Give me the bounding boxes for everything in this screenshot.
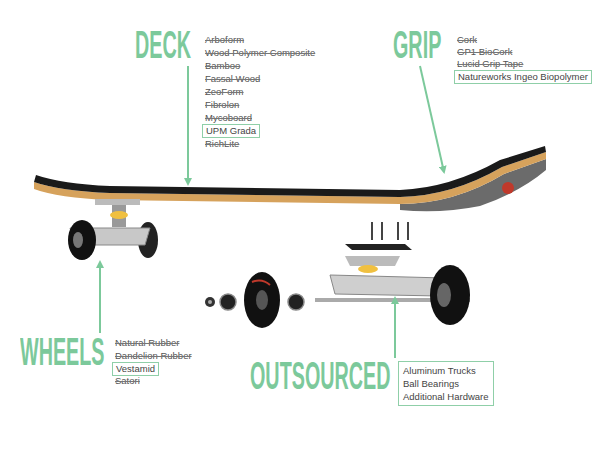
wheel-hub xyxy=(73,232,83,248)
baseplate xyxy=(95,199,140,205)
deck-graphic xyxy=(502,182,514,194)
wheel xyxy=(244,272,280,328)
leader-arrow xyxy=(420,66,444,172)
material-item: RichLite xyxy=(205,138,239,150)
material-item: Arboform xyxy=(205,34,244,46)
bushing xyxy=(358,265,378,273)
material-text: Additional Hardware xyxy=(403,390,489,403)
section-heading: WHEELS xyxy=(20,333,105,371)
material-item: Lucid Grip Tape xyxy=(457,58,523,70)
wheel xyxy=(68,220,96,260)
bushing xyxy=(110,211,128,219)
section-heading: OUTSOURCED xyxy=(250,357,391,395)
material-text: Ball Bearings xyxy=(403,377,489,390)
hardware-bolts xyxy=(372,222,408,240)
deck-grip-top xyxy=(34,146,546,197)
material-item: Dandelion Rubber xyxy=(115,350,192,362)
material-text: Natureworks Ingeo Biopolymer xyxy=(458,71,588,83)
material-box: Natureworks Ingeo Biopolymer xyxy=(454,70,592,84)
material-item: Natural Rubber xyxy=(115,337,179,349)
bearing xyxy=(220,294,236,310)
material-item: Cork xyxy=(457,34,477,46)
material-box: Aluminum TrucksBall BearingsAdditional H… xyxy=(398,361,494,406)
leader-arrow xyxy=(187,66,189,184)
axle-nut xyxy=(205,297,215,307)
baseplate xyxy=(345,256,400,266)
leader-arrow xyxy=(99,262,101,333)
material-item: Bamboo xyxy=(205,60,240,72)
material-item: Mycoboard xyxy=(205,112,252,124)
wheel-graphic xyxy=(252,281,270,285)
wheel xyxy=(430,265,470,325)
wheel-hub xyxy=(256,290,268,310)
material-box: UPM Grada xyxy=(202,124,260,138)
section-heading: GRIP xyxy=(393,26,441,64)
material-item: Fibrolon xyxy=(205,99,239,111)
bearing xyxy=(288,294,304,310)
truck-hanger xyxy=(330,275,445,296)
wheel-hub xyxy=(437,283,451,307)
material-text: UPM Grada xyxy=(206,125,256,137)
material-item: Wood Polymer Composite xyxy=(205,47,315,59)
material-text: Vestamid xyxy=(116,363,155,375)
material-item: Satori xyxy=(115,375,140,387)
section-heading: DECK xyxy=(135,26,191,64)
material-item: GP1 BioCork xyxy=(457,46,512,58)
riser-pad xyxy=(345,244,412,250)
material-item: ZeoForm xyxy=(205,86,244,98)
material-text: Aluminum Trucks xyxy=(403,364,489,377)
material-item: Fassal Wood xyxy=(205,73,260,85)
axle-nut-hole xyxy=(208,300,212,304)
leader-arrow xyxy=(394,298,396,358)
material-box: Vestamid xyxy=(112,362,159,376)
